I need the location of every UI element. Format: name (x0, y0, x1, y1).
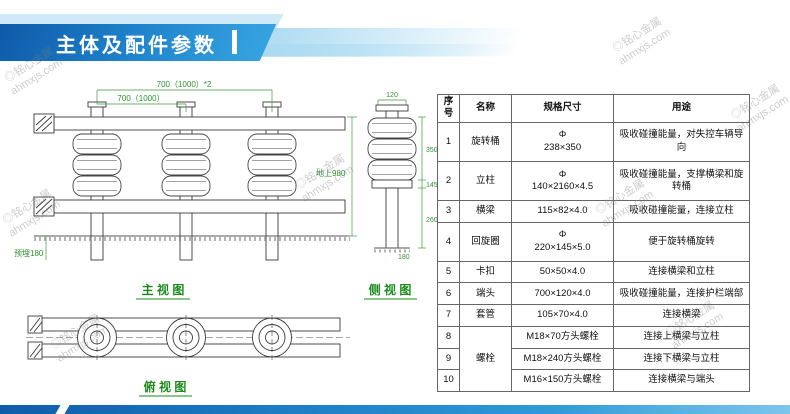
table-row: 8 螺栓 M18×70方头螺栓 连接上横梁与立柱 (437, 325, 750, 393)
top-view-drawing (26, 315, 350, 360)
header-swoosh-2 (245, 44, 525, 57)
cell-name: 套管 (459, 304, 512, 327)
front-view-dimensions: 700（1000）*2 700（1000） 地上980 预埋180 (14, 80, 357, 260)
table-row: 9 M18×240方头螺栓 连接下横梁与立柱 (437, 347, 750, 371)
svg-text:350: 350 (426, 147, 438, 154)
cell-name: 回旋圈 (459, 221, 512, 262)
cell-spec: Φ 238×350 (511, 121, 614, 162)
cell-spec: 105×70×4.0 (511, 304, 614, 327)
cell-no: 6 (437, 282, 460, 306)
table-row: 10 M16×150方头螺栓 连接横梁与端头 (437, 369, 750, 392)
cell-no: 7 (437, 304, 460, 327)
front-view-label: 主 视 图 (142, 282, 185, 297)
cell-use: 连接上横梁与立柱 (613, 325, 750, 349)
cell-name: 横梁 (459, 199, 512, 223)
cell-no: 10 (437, 369, 460, 392)
svg-text:700（1000）*2: 700（1000）*2 (157, 80, 212, 89)
guardrail-drawing: 700（1000）*2 700（1000） 地上980 预埋180 主 视 图 … (14, 80, 438, 397)
parameter-table: 序号 名称 规格尺寸 用途 1 旋转桶 Φ 238×350 吸收碰撞能量，对失控… (437, 94, 750, 393)
svg-text:地上980: 地上980 (316, 168, 346, 178)
table-row: 1 旋转桶 Φ 238×350 吸收碰撞能量，对失控车辆导向 (437, 121, 750, 162)
cell-spec: M18×70方头螺栓 (511, 325, 614, 349)
cell-use: 连接下横梁与立柱 (613, 347, 750, 371)
cell-no: 9 (437, 347, 460, 371)
cell-name: 旋转桶 (459, 121, 512, 162)
svg-text:145: 145 (426, 182, 438, 189)
cell-use: 吸收碰撞能量，连接立柱 (613, 199, 750, 223)
rail-end-cap (33, 113, 55, 217)
cell-spec: 115×82×4.0 (511, 199, 614, 223)
column-header-spec: 规格尺寸 (511, 94, 614, 123)
cell-use: 连接横梁和立柱 (613, 260, 750, 284)
cell-name: 卡扣 (459, 260, 512, 284)
cell-no: 4 (437, 221, 460, 262)
column-header-use: 用途 (613, 94, 750, 123)
cell-no: 3 (437, 199, 460, 223)
cell-no: 2 (437, 160, 460, 201)
top-view-label: 俯 视 图 (144, 379, 187, 394)
barrel-top-circles (77, 315, 292, 360)
cell-spec: M18×240方头螺栓 (511, 347, 614, 371)
cell-name-merged: 螺栓 (459, 325, 512, 393)
column-header-name: 名称 (459, 94, 512, 123)
cell-use: 连接横梁与端头 (613, 369, 750, 392)
cell-no: 5 (437, 260, 460, 284)
svg-text:120: 120 (386, 92, 398, 99)
cell-name: 立柱 (459, 160, 512, 201)
cell-no: 8 (437, 325, 460, 349)
table-row: 5 卡扣 50×50×4.0 连接横梁和立柱 (437, 260, 750, 284)
cell-use: 吸收碰撞能量，支撑横梁和旋转桶 (613, 160, 750, 201)
side-view-dimensions: 120 350 145 260 180 (377, 92, 438, 261)
side-view-label: 侧 视 图 (369, 282, 412, 297)
cell-spec: 700×120×4.0 (511, 282, 614, 306)
page-title: 主体及配件参数 (56, 35, 217, 57)
cell-use: 便于旋转桶旋转 (613, 221, 750, 262)
cell-name: 端头 (459, 282, 512, 306)
table-row: 3 横梁 115×82×4.0 吸收碰撞能量，连接立柱 (437, 199, 750, 223)
svg-text:700（1000）: 700（1000） (117, 94, 164, 103)
cell-no: 1 (437, 121, 460, 162)
footer-bar (0, 405, 790, 414)
cell-spec: Φ 140×2160×4.5 (511, 160, 614, 201)
svg-text:260: 260 (426, 217, 438, 224)
table-header-row: 序号 名称 规格尺寸 用途 (437, 94, 750, 123)
cell-spec: M16×150方头螺栓 (511, 369, 614, 392)
table-row: 4 回旋圈 Φ 220×145×5.0 便于旋转桶旋转 (437, 221, 750, 262)
svg-text:180: 180 (398, 254, 410, 261)
cell-spec: 50×50×4.0 (511, 260, 614, 284)
cell-use: 吸收碰撞能量，连接护栏端部 (613, 282, 750, 306)
table-row: 6 端头 700×120×4.0 吸收碰撞能量，连接护栏端部 (437, 282, 750, 306)
column-header-no: 序号 (437, 94, 460, 123)
table-row: 2 立柱 Φ 140×2160×4.5 吸收碰撞能量，支撑横梁和旋转桶 (437, 160, 750, 201)
front-view-drawing (33, 101, 350, 261)
table-row: 7 套管 105×70×4.0 连接横梁 (437, 304, 750, 327)
side-view-drawing (368, 104, 416, 253)
cell-use: 连接横梁 (613, 304, 750, 327)
svg-text:预埋180: 预埋180 (14, 248, 44, 258)
title-accent-bar (232, 30, 237, 54)
cell-use: 吸收碰撞能量，对失控车辆导向 (613, 121, 750, 162)
cell-spec: Φ 220×145×5.0 (511, 221, 614, 262)
